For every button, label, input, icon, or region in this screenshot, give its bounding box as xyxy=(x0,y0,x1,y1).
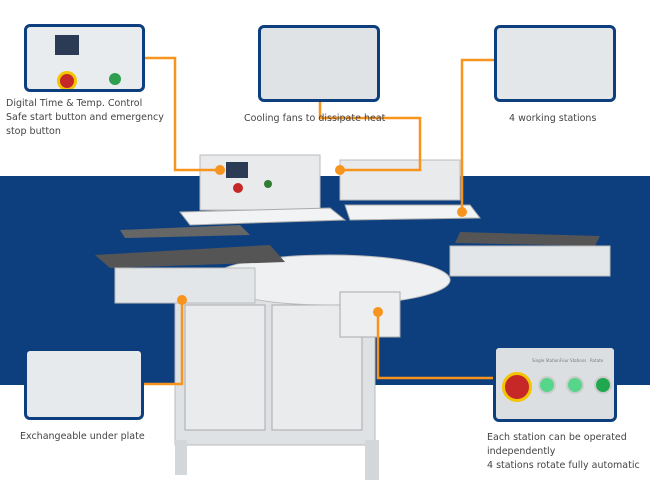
caption-line: stop button xyxy=(6,126,61,137)
panel-label-rotate: Rotate xyxy=(590,358,604,363)
caption-line: independently xyxy=(487,446,556,457)
single-station-button[interactable] xyxy=(538,376,556,394)
inset-under-plate xyxy=(24,348,144,420)
caption-line: Digital Time & Temp. Control xyxy=(6,98,143,109)
leader-lines xyxy=(144,56,494,386)
inset-control-panel xyxy=(24,24,145,92)
caption-under-plate: Exchangeable under plate xyxy=(20,431,145,442)
inset-working-stations xyxy=(494,25,616,102)
panel-label-four: Four Stations xyxy=(560,358,587,363)
rotate-button[interactable] xyxy=(594,376,612,394)
inset-cooling-fans xyxy=(258,25,380,102)
caption-control: Digital Time & Temp. Control Safe start … xyxy=(6,97,164,139)
four-stations-button[interactable] xyxy=(566,376,584,394)
panel-label-single: Single Station xyxy=(532,358,560,363)
caption-operation: Each station can be operated independent… xyxy=(487,431,640,473)
caption-cooling: Cooling fans to dissipate heat xyxy=(244,113,386,124)
caption-stations: 4 working stations xyxy=(509,113,597,124)
inset-operation-panel: Single Station Four Stations Rotate xyxy=(493,345,617,422)
caption-line: Each station can be operated xyxy=(487,432,627,443)
caption-line: 4 stations rotate fully automatic xyxy=(487,460,640,471)
caption-line: Safe start button and emergency xyxy=(6,112,164,123)
